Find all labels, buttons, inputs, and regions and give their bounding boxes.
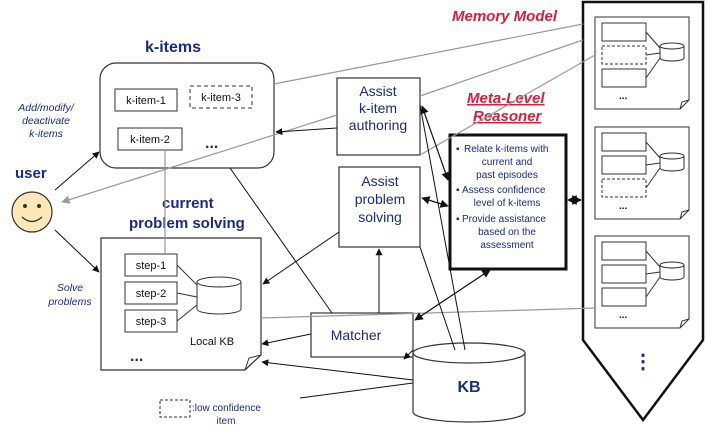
arrow-problem-meta [421, 196, 449, 208]
arrow-kb-current [261, 359, 414, 381]
bullet-1-line1: Relate k-items with [464, 144, 548, 155]
k-item-3-box[interactable] [189, 85, 253, 109]
memory-episode-1[interactable]: ... [594, 16, 690, 110]
user-label: user [15, 165, 47, 182]
memory-model-title: Memory Model [452, 8, 558, 25]
step-3-link [176, 304, 198, 322]
k-item-2-box[interactable] [117, 127, 183, 151]
step-3-label: step-3 [136, 316, 167, 328]
memory-model-ellipsis: ⋮ [633, 351, 653, 373]
current-problem-ellipsis: ... [130, 348, 143, 365]
local-kb-label: Local KB [190, 336, 234, 348]
matcher-label: Matcher [331, 327, 382, 343]
assist-k-item-authoring-box[interactable] [336, 77, 421, 156]
k-item-3-label: k-item-3 [201, 92, 241, 104]
bullet-1-mark: ▪ [456, 144, 460, 155]
arrow-authoring-kitems [275, 127, 338, 136]
k-item-2-label: k-item-2 [130, 134, 170, 146]
k-item-1-box[interactable] [114, 88, 178, 112]
step-2-label: step-2 [136, 288, 167, 300]
current-title-line2: problem solving [129, 215, 245, 232]
svg-text:...: ... [619, 310, 628, 321]
arrow-user-kitems [54, 151, 100, 191]
kb-label: KB [457, 379, 480, 396]
step-1-link [176, 264, 198, 286]
solve-problems-line1: Solve [57, 282, 83, 294]
k-items-title: k-items [145, 39, 201, 56]
solve-problems-line2: problems [47, 296, 92, 308]
bullet-3-mark: ▪ [456, 214, 460, 225]
arrow-matcher-current [261, 333, 312, 347]
assist-authoring-line2: k-item [359, 100, 397, 116]
link-authoring-memory-2 [419, 39, 584, 97]
memory-episode-3[interactable]: ... [594, 235, 690, 329]
bullet-3-line1: Provide assistance [462, 214, 546, 225]
bullet-3-line3: assessment [480, 240, 534, 251]
bullet-2-line1: Assess confidence [462, 185, 546, 196]
bullet-1-line2: current and [482, 157, 533, 168]
memory-episode-2[interactable]: ... [594, 126, 690, 220]
meta-bullet-list: ▪ Relate k-items with current and past e… [456, 144, 548, 251]
arrow-user-problem [54, 229, 100, 273]
bullet-2-mark: ▪ [456, 185, 460, 196]
user-eye-left-icon [23, 204, 27, 208]
link-kb-below [299, 382, 414, 399]
legend-label-line1: :low confidence [192, 403, 261, 414]
link-kitems-memory [273, 23, 584, 85]
arrow-assist-problem [262, 231, 340, 285]
arrow-kb-matcher [403, 349, 414, 360]
bullet-3-line2: based on the [478, 227, 536, 238]
assist-problem-solving-box[interactable] [338, 166, 421, 248]
current-title-line1: current [162, 195, 214, 212]
add-modify-line1: Add/modify/ [17, 102, 75, 114]
svg-text:...: ... [619, 201, 628, 212]
user-eye-right-icon [37, 204, 41, 208]
legend-dashed-box [159, 399, 191, 418]
user-face-icon [11, 191, 53, 233]
k-item-1-label: k-item-1 [126, 95, 166, 107]
step-2-link [176, 292, 198, 298]
local-kb-cylinder-icon [196, 276, 242, 315]
meta-level-title-line2: Reasoner [473, 108, 543, 125]
svg-text:...: ... [619, 91, 628, 102]
bullet-2-line2: level of k-items [474, 198, 541, 209]
assist-authoring-line1: Assist [359, 83, 396, 99]
add-modify-line2: deactivate [22, 115, 70, 127]
link-kitems-matcher [229, 167, 333, 314]
assist-authoring-line3: authoring [349, 117, 407, 133]
meta-level-title-line1: Meta-Level [467, 90, 545, 107]
add-modify-line3: k-items [29, 128, 64, 140]
user-smile-icon [21, 216, 43, 223]
assist-problem-line1: Assist [361, 173, 398, 189]
arrow-matcher-meta [414, 269, 491, 321]
k-items-container [99, 62, 275, 169]
k-items-ellipsis: ... [205, 135, 218, 152]
current-problem-fold [244, 354, 262, 371]
assist-problem-line3: solving [358, 209, 402, 225]
meta-level-reasoner-box[interactable] [448, 133, 568, 271]
arrow-authoring-meta [420, 105, 450, 181]
matcher-box[interactable] [310, 312, 414, 358]
arrow-authoring-user [61, 114, 338, 204]
legend-label-line2: item [217, 416, 236, 427]
bullet-1-line3: past episodes [476, 170, 538, 181]
kb-cylinder-icon[interactable] [412, 342, 526, 423]
assist-problem-line2: problem [355, 191, 406, 207]
step-1-label: step-1 [136, 260, 167, 272]
